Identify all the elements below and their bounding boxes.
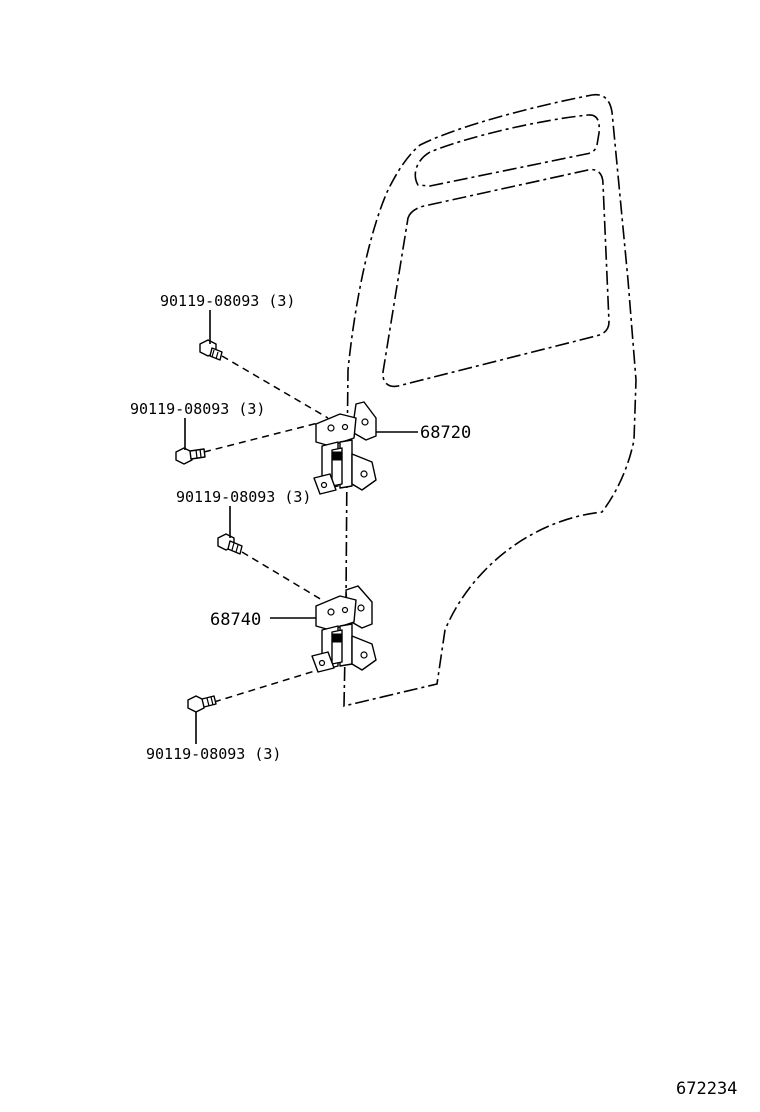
callout-bolt-4: 90119-08093 (3) bbox=[146, 745, 281, 763]
callout-bolt-1: 90119-08093 (3) bbox=[160, 292, 295, 310]
bolt-2 bbox=[175, 447, 206, 465]
assembly-line-bolt-3 bbox=[241, 551, 323, 601]
door-outer-edge bbox=[343, 93, 637, 708]
bolt-4 bbox=[187, 695, 217, 713]
door-upper-vent-window bbox=[414, 114, 601, 187]
assembly-line-bolt-1 bbox=[221, 355, 329, 419]
door-outline bbox=[343, 93, 637, 708]
assembly-line-bolt-2 bbox=[203, 421, 323, 453]
bolt-1 bbox=[199, 339, 223, 361]
callout-bolt-3: 90119-08093 (3) bbox=[176, 488, 311, 506]
upper-hinge bbox=[313, 401, 377, 495]
callout-bolt-2: 90119-08093 (3) bbox=[130, 400, 265, 418]
callout-lower-hinge: 68740 bbox=[210, 610, 261, 630]
assembly-lines bbox=[203, 355, 329, 703]
assembly-line-bolt-4 bbox=[213, 669, 319, 703]
callout-upper-hinge: 68720 bbox=[420, 423, 471, 443]
door-main-window bbox=[382, 168, 610, 388]
lower-hinge bbox=[311, 585, 377, 673]
figure-number: 672234 bbox=[676, 1079, 737, 1099]
leader-lines bbox=[184, 310, 418, 744]
